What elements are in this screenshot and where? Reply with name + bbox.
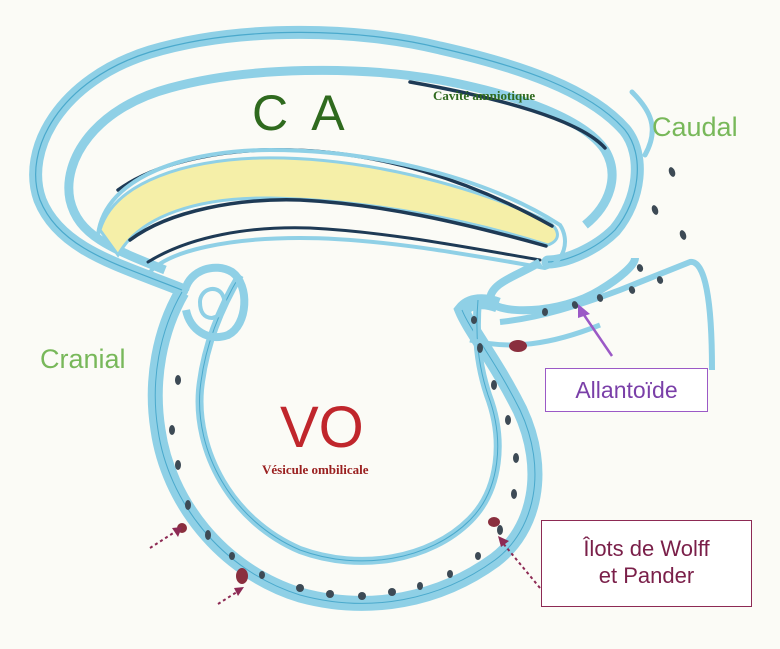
endoderm-line-1 — [128, 198, 548, 248]
allantois-duct — [499, 259, 715, 371]
ilots-label-line2: et Pander — [598, 563, 695, 588]
vo-label: VO — [280, 395, 364, 460]
caudal-fold — [485, 257, 639, 315]
blood-island-top — [509, 340, 527, 352]
vesicule-ombilicale-label: Vésicule ombilicale — [262, 462, 369, 477]
ilots-label-box: Îlots de Wolff et Pander — [541, 520, 752, 607]
ilots-arrows — [149, 529, 541, 605]
ilots-arrowheads — [172, 527, 509, 596]
ilots-label-line1: Îlots de Wolff — [583, 536, 710, 561]
yolk-sac-cell-dots — [169, 316, 519, 600]
allantoide-label-box: Allantoïde — [545, 368, 708, 412]
amnion-ectoderm-line — [408, 80, 607, 150]
cranial-stalk-loop — [181, 263, 249, 341]
amnion-outer-edge — [35, 31, 638, 291]
endoderm-line-2 — [146, 226, 542, 264]
blood-island-bottom — [236, 568, 248, 584]
cranial-label: Cranial — [40, 344, 126, 374]
caudal-label: Caudal — [652, 112, 738, 142]
yolk-sac-outer-edge — [154, 291, 536, 604]
mesoderm-band — [98, 156, 559, 258]
blood-islands — [177, 340, 527, 584]
cranial-stalk-small-loop — [197, 286, 227, 321]
allantoide-label: Allantoïde — [575, 377, 678, 403]
cavite-amniotique-label: Cavité amniotique — [433, 88, 536, 103]
allantoide-arrow — [578, 304, 614, 357]
blood-island-right — [488, 517, 500, 527]
caudal-mesoderm-dots — [542, 167, 687, 316]
embryonic-disc-outline — [96, 147, 567, 274]
ca-label: C A — [252, 85, 351, 141]
body-stalk-line — [469, 322, 601, 348]
yolk-sac-inner-edge — [199, 274, 499, 562]
amnion-inner-membrane — [64, 65, 617, 275]
caudal-membrane-hook — [629, 89, 655, 158]
